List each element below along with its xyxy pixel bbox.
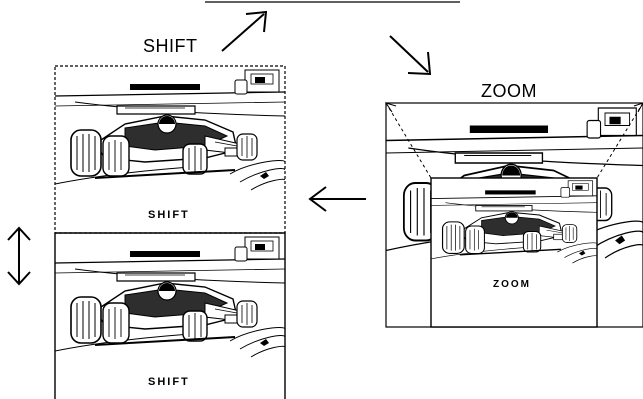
arrow-down-right-icon <box>389 35 432 76</box>
zoom-caption: ZOOM <box>493 279 531 290</box>
zoom-panel <box>384 102 643 328</box>
shift-title: SHIFT <box>143 36 198 56</box>
shift-caption-lower: SHIFT <box>148 376 190 388</box>
arrow-left-icon <box>308 186 366 212</box>
arrow-up-down-icon <box>7 226 31 286</box>
zoom-title: ZOOM <box>481 81 537 101</box>
shift-caption-upper: SHIFT <box>148 209 190 221</box>
shift-panel-lower <box>54 232 286 399</box>
arrow-up-right-icon <box>221 10 268 52</box>
shift-panel-upper <box>54 65 286 234</box>
race-scene-lower <box>55 236 285 358</box>
